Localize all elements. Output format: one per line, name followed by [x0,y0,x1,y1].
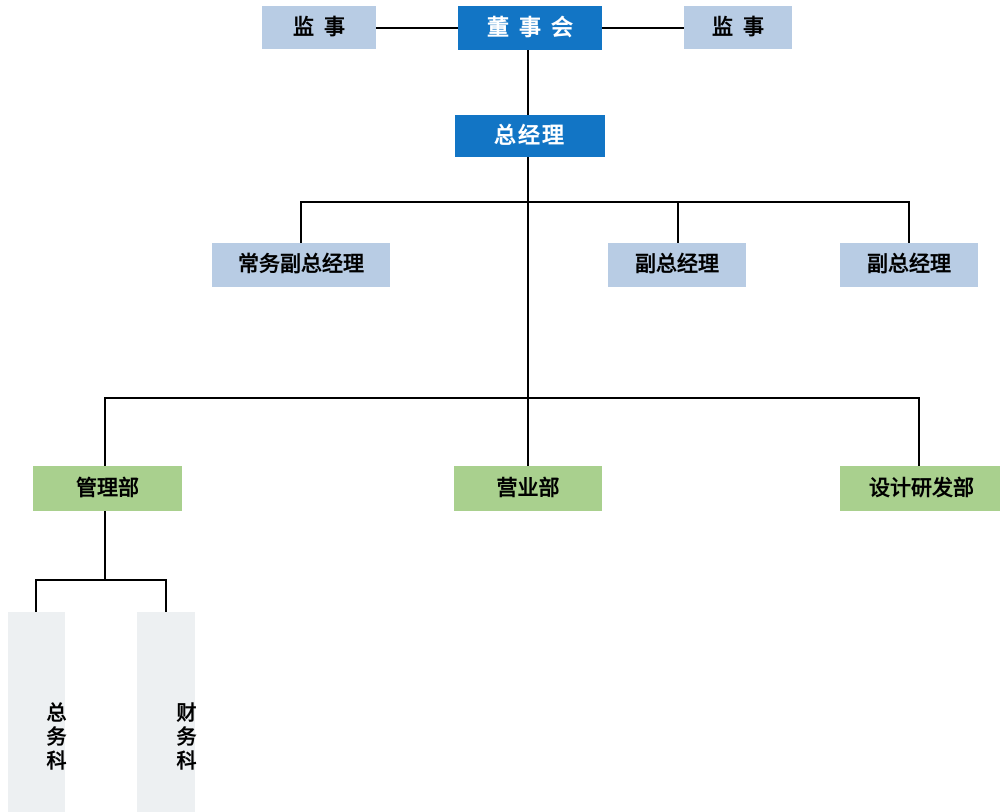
node-general-affairs-section[interactable]: 总务科 [8,612,65,812]
edge-management-down-to-section-bar [104,511,106,580]
edge-vp-bar-to-vice-gm-1 [677,201,679,243]
edge-board-to-supervisor-left [376,27,458,29]
node-management-department[interactable]: 管理部 [33,466,182,511]
edge-section-horizontal-bar [35,579,166,581]
node-sales-department[interactable]: 营业部 [454,466,602,511]
node-vice-general-manager-2[interactable]: 副总经理 [840,243,978,287]
edge-vp-horizontal-bar [300,201,910,203]
edge-vp-bar-to-vice-gm-2 [908,201,910,243]
edge-section-bar-to-general-affairs [35,579,37,612]
edge-board-to-supervisor-right [602,27,684,29]
node-board-of-directors[interactable]: 董事会 [458,6,602,50]
node-supervisor-left[interactable]: 监事 [262,6,376,49]
edge-section-bar-to-finance [165,579,167,612]
edge-gm-trunk-to-dept-bar [527,201,529,466]
edge-board-to-general-manager [527,50,529,115]
node-design-rd-department[interactable]: 设计研发部 [840,466,1000,511]
node-supervisor-right[interactable]: 监事 [684,6,792,49]
node-executive-vice-general-manager[interactable]: 常务副总经理 [212,243,390,287]
edge-dept-bar-to-management [104,397,106,466]
edge-gm-down-to-vp-bar [527,157,529,202]
edge-dept-horizontal-bar [104,397,920,399]
node-general-manager[interactable]: 总经理 [455,115,605,157]
edge-dept-bar-to-design-rd [918,397,920,466]
node-finance-section[interactable]: 财务科 [137,612,195,812]
node-vice-general-manager-1[interactable]: 副总经理 [608,243,746,287]
edge-vp-bar-to-exec-vice-gm [300,201,302,243]
